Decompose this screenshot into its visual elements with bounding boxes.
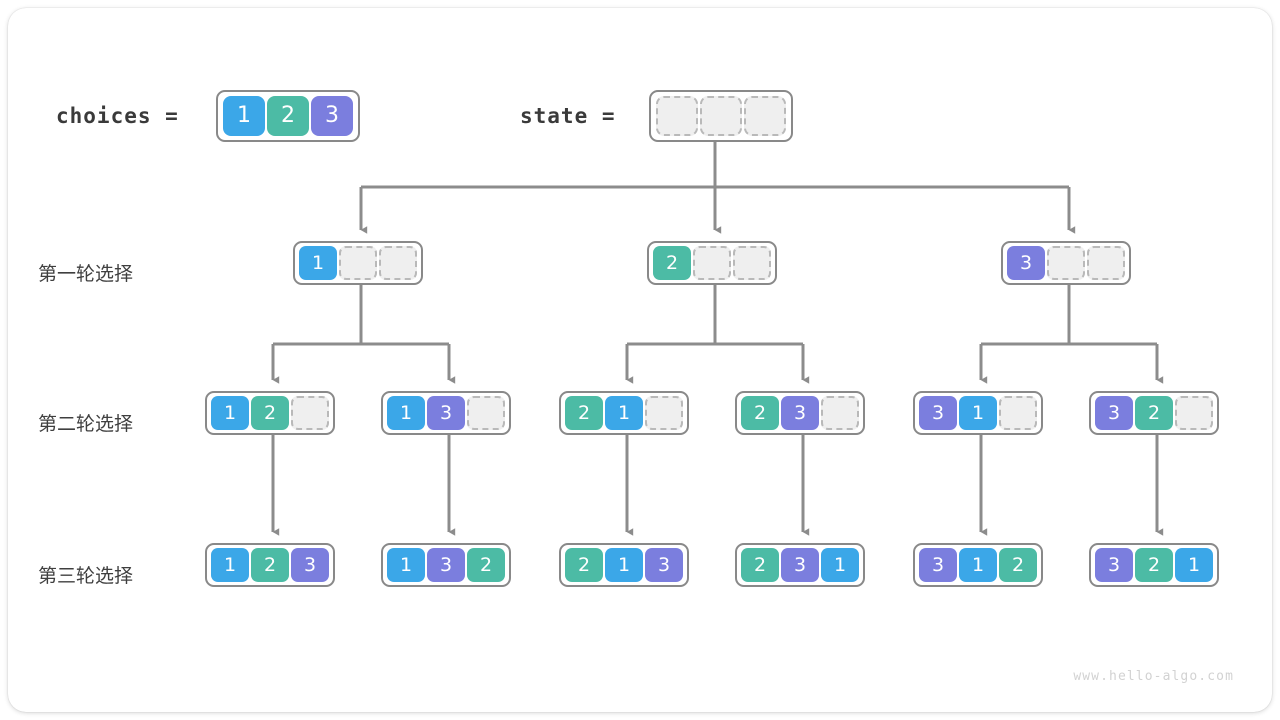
- node-round1-1-cell-0: 2: [653, 246, 691, 280]
- node-round2-3: 2 3: [735, 391, 865, 435]
- node-round3-5-cell-2: 1: [1175, 548, 1213, 582]
- node-round3-5-cell-0: 3: [1095, 548, 1133, 582]
- node-round3-4: 3 1 2: [913, 543, 1043, 587]
- node-round2-0-cell-0: 1: [211, 396, 249, 430]
- node-round3-3-cell-1: 3: [781, 548, 819, 582]
- node-round2-2-cell-0: 2: [565, 396, 603, 430]
- node-round2-0-cell-1: 2: [251, 396, 289, 430]
- node-round3-4-cell-1: 1: [959, 548, 997, 582]
- node-round3-2-cell-2: 3: [645, 548, 683, 582]
- choices-label: choices =: [56, 104, 179, 128]
- node-round2-2-cell-1: 1: [605, 396, 643, 430]
- node-round1-2-cell-1: [1047, 246, 1085, 280]
- diagram-stage: choices = 1 2 3 state = 第一轮选择 第二轮选择 第三轮选…: [8, 8, 1272, 712]
- choices-cell-1: 2: [267, 96, 309, 136]
- node-round2-1-cell-0: 1: [387, 396, 425, 430]
- edge-connectors: [271, 132, 1164, 536]
- choices-array: 1 2 3: [216, 90, 360, 142]
- node-round2-4-cell-1: 1: [959, 396, 997, 430]
- node-round3-3-cell-0: 2: [741, 548, 779, 582]
- node-round2-5-cell-1: 2: [1135, 396, 1173, 430]
- node-round2-1: 1 3: [381, 391, 511, 435]
- node-round3-1-cell-2: 2: [467, 548, 505, 582]
- node-round3-2-cell-1: 1: [605, 548, 643, 582]
- node-round3-0-cell-0: 1: [211, 548, 249, 582]
- node-round3-4-cell-2: 2: [999, 548, 1037, 582]
- node-round2-0-cell-2: [291, 396, 329, 430]
- row-label-round-3: 第三轮选择: [38, 565, 134, 587]
- node-round2-5-cell-2: [1175, 396, 1213, 430]
- node-round3-3: 2 3 1: [735, 543, 865, 587]
- node-round2-3-cell-0: 2: [741, 396, 779, 430]
- node-round1-2-cell-0: 3: [1007, 246, 1045, 280]
- diagram-card: choices = 1 2 3 state = 第一轮选择 第二轮选择 第三轮选…: [8, 8, 1272, 712]
- row-label-round-1: 第一轮选择: [38, 263, 134, 285]
- node-round3-3-cell-2: 1: [821, 548, 859, 582]
- node-round1-1: 2: [647, 241, 777, 285]
- choices-cell-2: 3: [311, 96, 353, 136]
- node-round2-5-cell-0: 3: [1095, 396, 1133, 430]
- node-round3-2: 2 1 3: [559, 543, 689, 587]
- node-round3-0-cell-2: 3: [291, 548, 329, 582]
- node-round2-4-cell-2: [999, 396, 1037, 430]
- node-round2-2-cell-2: [645, 396, 683, 430]
- row-label-round-2: 第二轮选择: [38, 413, 134, 435]
- node-round1-2: 3: [1001, 241, 1131, 285]
- node-round2-1-cell-2: [467, 396, 505, 430]
- state-cell-0: [656, 96, 698, 136]
- node-round3-1: 1 3 2: [381, 543, 511, 587]
- state-array: [649, 90, 793, 142]
- choices-cell-0: 1: [223, 96, 265, 136]
- node-round2-4: 3 1: [913, 391, 1043, 435]
- node-round1-1-cell-2: [733, 246, 771, 280]
- node-round2-4-cell-0: 3: [919, 396, 957, 430]
- node-round2-0: 1 2: [205, 391, 335, 435]
- node-round1-0-cell-0: 1: [299, 246, 337, 280]
- state-cell-2: [744, 96, 786, 136]
- state-cell-1: [700, 96, 742, 136]
- node-round3-5-cell-1: 2: [1135, 548, 1173, 582]
- node-round2-5: 3 2: [1089, 391, 1219, 435]
- node-round1-1-cell-1: [693, 246, 731, 280]
- node-round3-0: 1 2 3: [205, 543, 335, 587]
- node-round3-4-cell-0: 3: [919, 548, 957, 582]
- watermark: www.hello-algo.com: [1073, 669, 1234, 684]
- node-round2-3-cell-2: [821, 396, 859, 430]
- node-round3-5: 3 2 1: [1089, 543, 1219, 587]
- node-round3-2-cell-0: 2: [565, 548, 603, 582]
- node-round2-2: 2 1: [559, 391, 689, 435]
- node-round2-1-cell-1: 3: [427, 396, 465, 430]
- node-round3-1-cell-1: 3: [427, 548, 465, 582]
- state-label: state =: [520, 104, 616, 128]
- node-round1-2-cell-2: [1087, 246, 1125, 280]
- node-round3-1-cell-0: 1: [387, 548, 425, 582]
- node-round1-0: 1: [293, 241, 423, 285]
- node-round1-0-cell-1: [339, 246, 377, 280]
- node-round1-0-cell-2: [379, 246, 417, 280]
- node-round3-0-cell-1: 2: [251, 548, 289, 582]
- node-round2-3-cell-1: 3: [781, 396, 819, 430]
